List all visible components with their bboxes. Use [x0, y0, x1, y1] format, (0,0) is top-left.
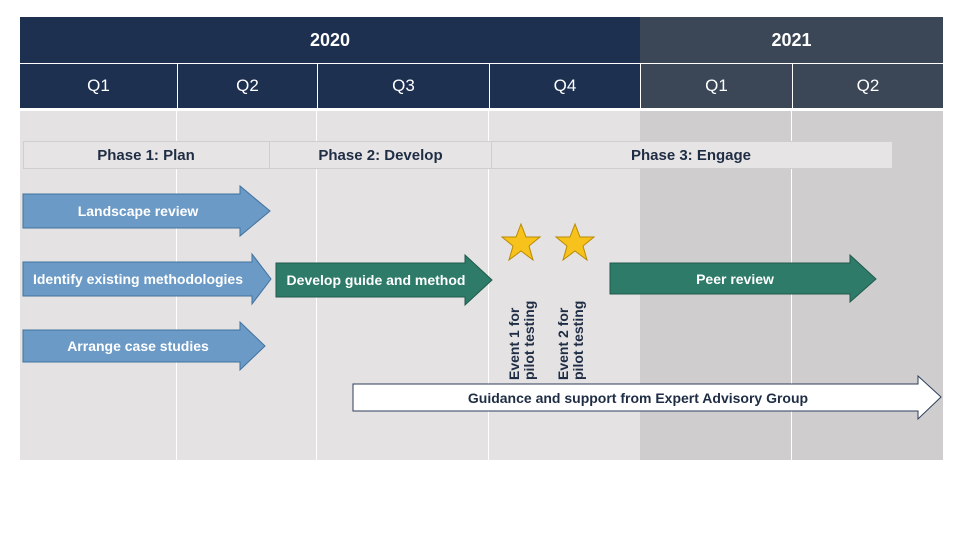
- phase-row: [23, 141, 893, 169]
- event-1-label: Event 1 for pilot testing: [506, 260, 539, 380]
- event-2-line2: pilot testing: [570, 300, 586, 380]
- develop-guide-label: Develop guide and method: [286, 272, 466, 288]
- phase-1-label: Phase 1: Plan: [97, 146, 195, 164]
- expert-guidance-label: Guidance and support from Expert Advisor…: [467, 389, 809, 406]
- phase-divider: [491, 141, 492, 169]
- quarter-2020-q2: Q2: [177, 64, 317, 108]
- event-2-line1: Event 2 for: [555, 307, 571, 380]
- arrow-shape: [352, 374, 942, 421]
- star-icon: [500, 222, 542, 262]
- phase-3-label: Phase 3: Engage: [630, 146, 752, 164]
- event-1-line1: Event 1 for: [506, 307, 522, 380]
- year-2020-header: 2020: [20, 17, 640, 63]
- landscape-review-label: Landscape review: [77, 203, 199, 219]
- quarter-2021-q1: Q1: [640, 64, 792, 108]
- peer-review-label: Peer review: [696, 270, 774, 287]
- event-1-line2: pilot testing: [521, 300, 537, 380]
- arrange-case-studies-label: Arrange case studies: [67, 338, 209, 354]
- gridline: [488, 111, 489, 460]
- quarter-2020-q4: Q4: [489, 64, 640, 108]
- year-2021-header: 2021: [640, 17, 943, 63]
- phase-divider: [269, 141, 270, 169]
- star-icon: [554, 222, 596, 262]
- phase-2-label: Phase 2: Develop: [318, 146, 443, 164]
- quarter-2021-q2: Q2: [792, 64, 943, 108]
- quarter-2020-q1: Q1: [20, 64, 177, 108]
- arrow-shape: [22, 184, 271, 238]
- arrow-shape: [22, 252, 272, 306]
- arrow-shape: [609, 253, 877, 304]
- quarter-2020-q3: Q3: [317, 64, 489, 108]
- arrow-shape: [22, 320, 266, 372]
- arrow-shape: [275, 253, 493, 307]
- identify-methodologies-label: Identify existing methodologies: [32, 271, 244, 287]
- event-2-label: Event 2 for pilot testing: [555, 260, 588, 380]
